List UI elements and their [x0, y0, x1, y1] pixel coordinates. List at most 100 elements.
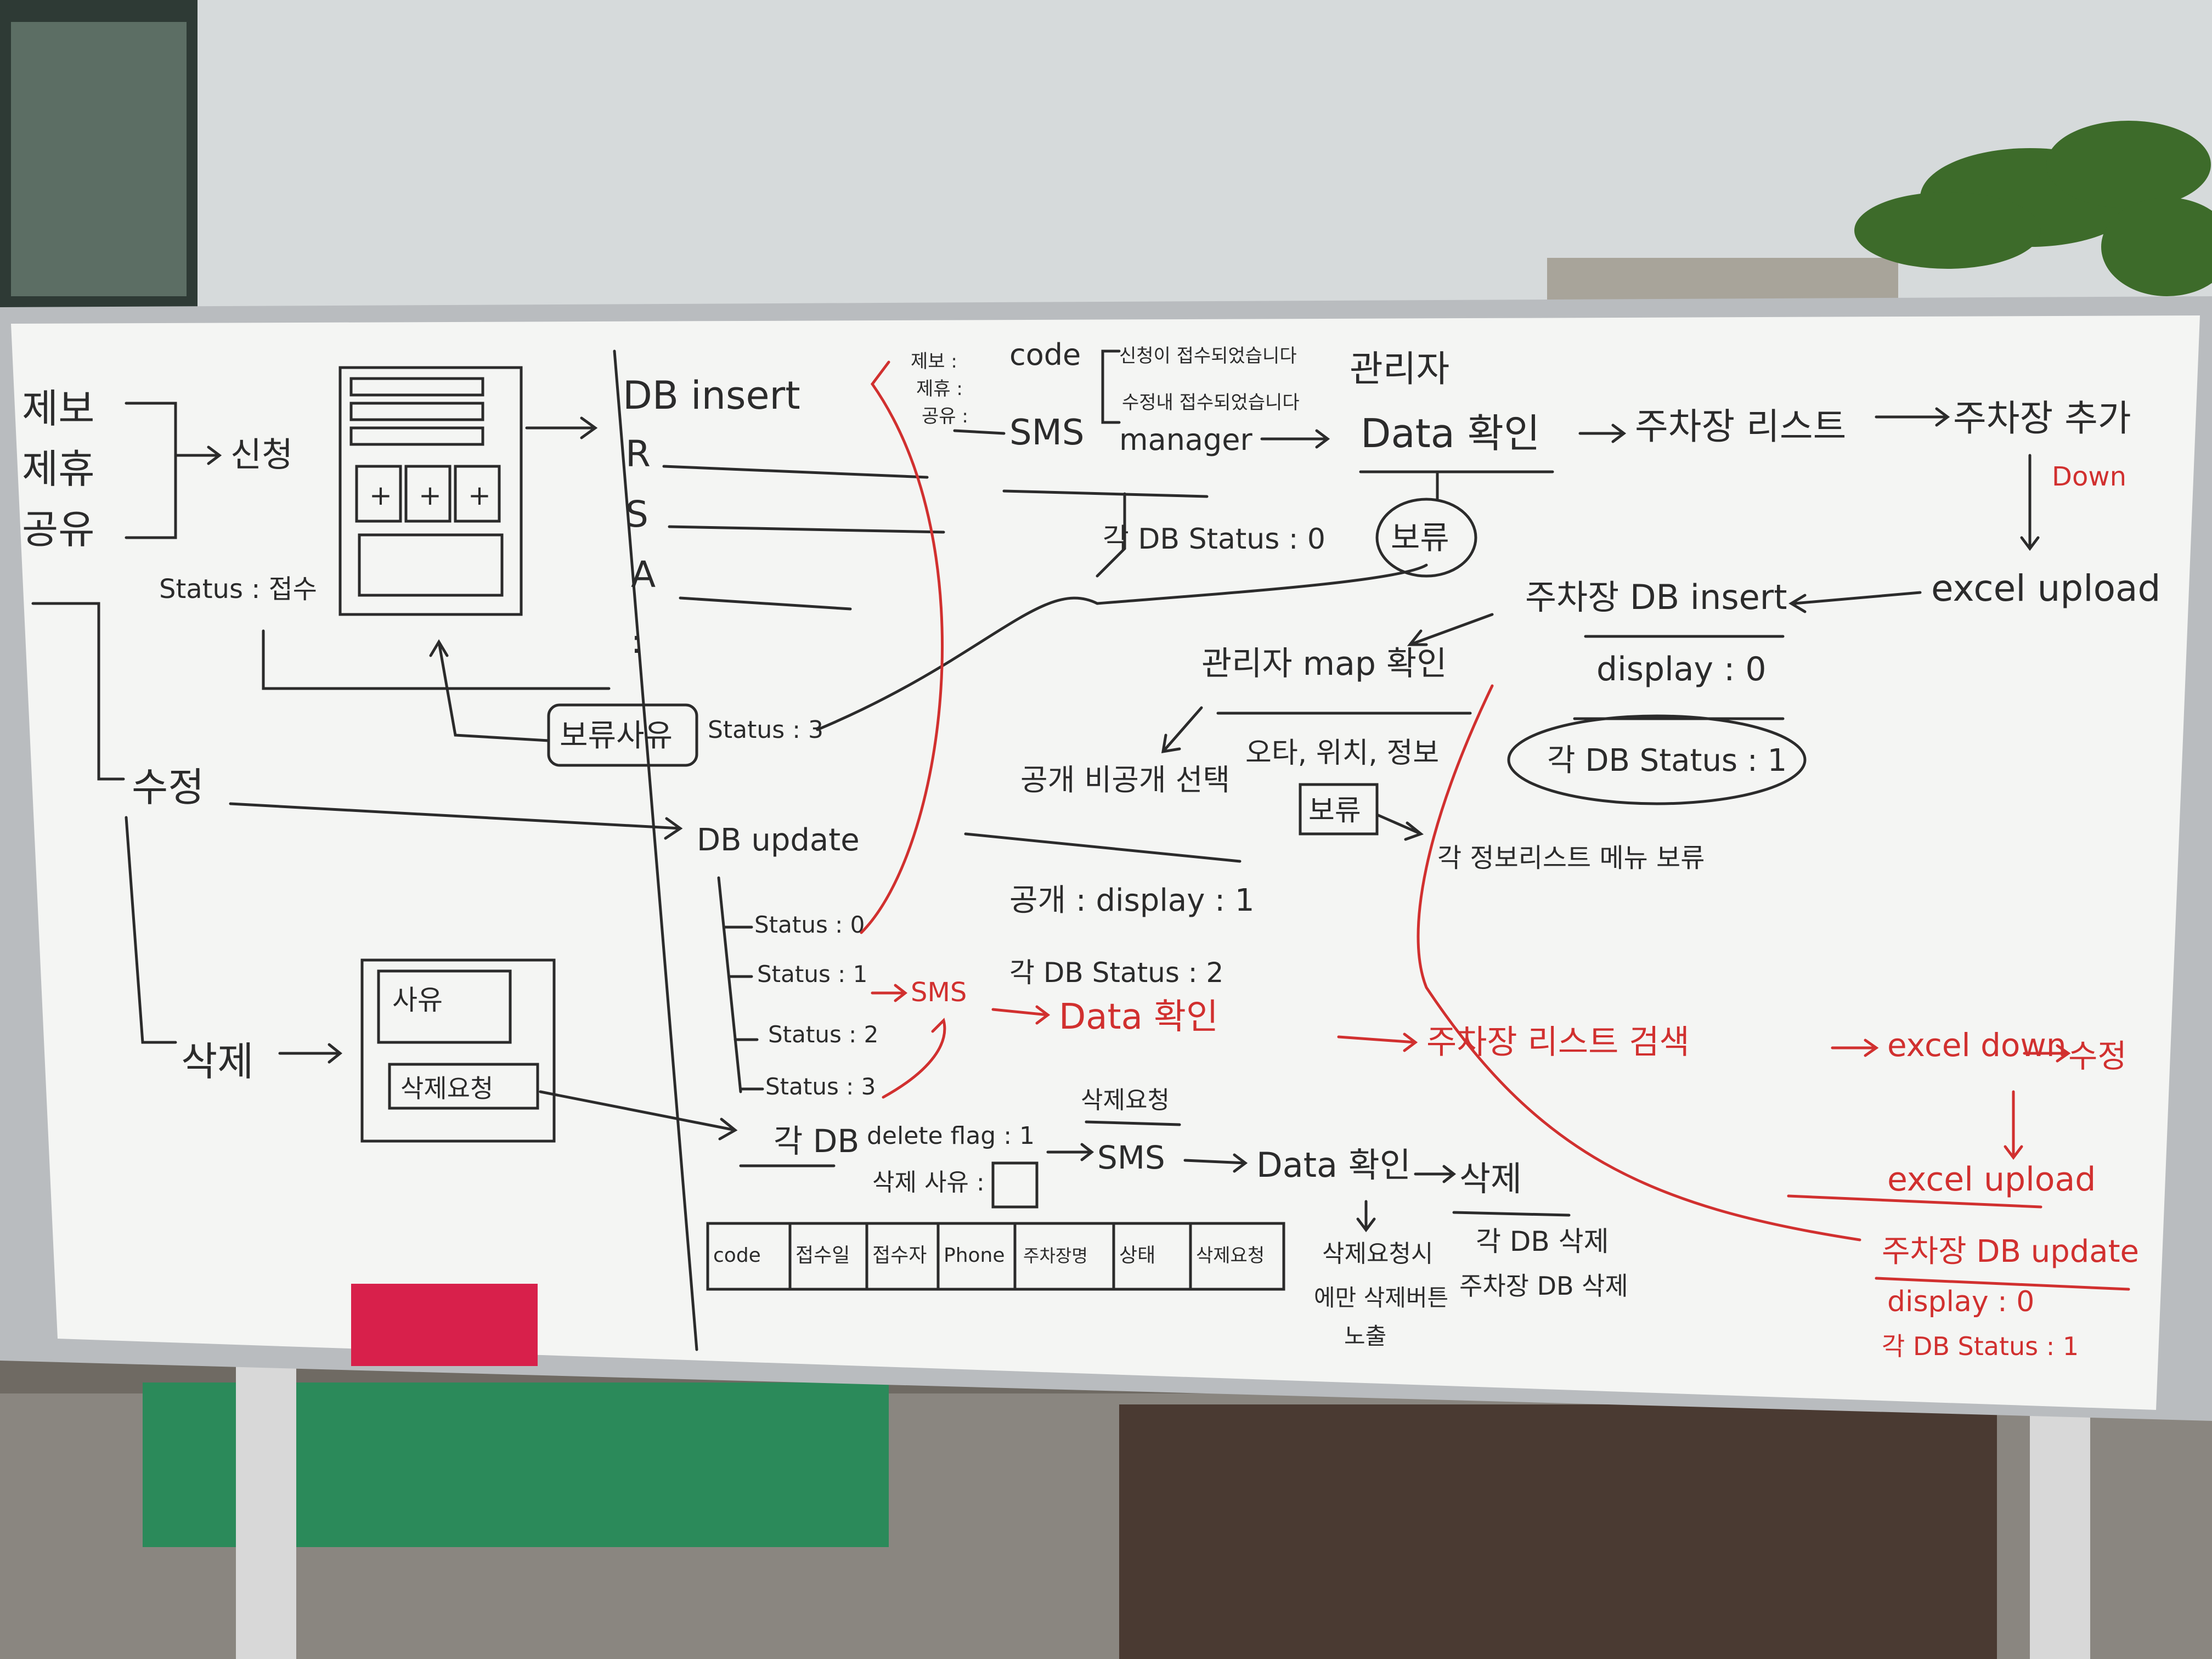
form-line-1: [349, 377, 484, 397]
status0-label: Status : 0: [754, 911, 865, 938]
arrow-data-to-delete: [1414, 1165, 1457, 1183]
red-excel-down: excel down: [1887, 1026, 2067, 1064]
delete-label: 삭제: [181, 1039, 253, 1085]
arrow-sms-to-data: [1183, 1153, 1248, 1173]
table-header-parking: 주차장명: [1023, 1245, 1088, 1266]
form-plus-1: +: [369, 479, 392, 511]
arrow-upload-to-insert: [1788, 591, 1922, 613]
hold2-label: 보류: [1308, 794, 1361, 827]
red-arrow-status1-sms: [871, 984, 908, 1002]
code-label: code: [1009, 337, 1081, 372]
form-plus-box-2: [404, 465, 452, 523]
delete-button-note-1: 에만 삭제버튼: [1314, 1284, 1448, 1311]
db-r-line: [662, 465, 929, 479]
arrow-list-to-add: [1875, 407, 1950, 427]
data-check-label: Data 확인: [1361, 410, 1540, 456]
table-header-code: code: [713, 1244, 761, 1267]
hold-reason-box: [547, 703, 698, 767]
delete-sketch: [360, 958, 556, 1143]
plant: [1854, 121, 2212, 296]
sofa: [1119, 1404, 1997, 1659]
table-header-delete-request: 삭제요청: [1196, 1245, 1265, 1267]
sms-manager-underline: [1002, 489, 1209, 498]
red-curve-status3: [882, 1018, 946, 1099]
sms-status-branch: [1096, 492, 1126, 578]
red-display0: display : 0: [1887, 1285, 2034, 1318]
delete-flag-label: delete flag : 1: [867, 1122, 1035, 1150]
eraser: [351, 1284, 538, 1366]
db-s-line: [668, 525, 945, 534]
table-header-state: 상태: [1119, 1244, 1155, 1267]
reason-label: 사유: [392, 984, 443, 1016]
each-db-status1-label: 각 DB Status : 1: [1547, 743, 1787, 778]
each-db-delete: 각 DB 삭제: [1476, 1226, 1609, 1257]
status3-label: Status : 3: [708, 716, 823, 744]
arrow-insert-to-map: [1407, 613, 1494, 646]
status1-label: Status : 1: [757, 961, 867, 988]
arrow-add-to-upload: [2020, 454, 2040, 551]
red-excel-upload: excel upload: [1887, 1160, 2096, 1199]
excel-upload-label: excel upload: [1931, 567, 2160, 610]
arrow-delete-to-db: [539, 1090, 738, 1141]
down-label: Down: [2052, 461, 2126, 492]
error-check-label: 오타, 위치, 정보: [1245, 737, 1439, 770]
arrow-hold2-to-list: [1375, 813, 1424, 841]
each-db-status2: 각 DB Status : 2: [1009, 957, 1223, 989]
red-upload-underline: [1787, 1194, 2042, 1209]
bottom-data-check: Data 확인: [1256, 1145, 1411, 1185]
red-arrow-data-list: [1337, 1032, 1418, 1052]
db-a-line: [679, 596, 852, 611]
red-each-db-status1: 각 DB Status : 1: [1882, 1331, 2079, 1361]
type-jehyu: 제휴: [22, 446, 94, 492]
type-bracket: [125, 402, 177, 539]
public-display-label: 공개 : display : 1: [1009, 883, 1254, 918]
info-list-menu-label: 각 정보리스트 메뉴 보류: [1437, 843, 1705, 873]
delete-button-note-2: 노출: [1344, 1323, 1386, 1350]
list-table-sketch: [706, 1222, 1285, 1291]
form-plus-2: +: [419, 479, 442, 511]
db-dots: :: [631, 623, 642, 661]
red-edit: 수정: [2068, 1037, 2127, 1075]
public-select-label: 공개 비공개 선택: [1020, 763, 1230, 797]
window-glass: [11, 22, 187, 296]
hold-label: 보류: [1391, 519, 1449, 556]
sms-manager-manager: manager: [1119, 422, 1253, 457]
arrow-data-to-list: [1578, 424, 1627, 443]
public-select-underline: [964, 832, 1242, 863]
status1-ellipse: [1507, 714, 1807, 805]
form-plus-box-1: [355, 465, 402, 523]
each-db-label: 각 DB: [774, 1122, 859, 1160]
red-sms: SMS: [911, 977, 967, 1008]
db-update-label: DB update: [697, 822, 860, 858]
delete-reason-label: 삭제 사유 :: [872, 1169, 985, 1197]
red-arrow-search-down: [1831, 1039, 1879, 1057]
form-plus-3: +: [468, 479, 491, 511]
status3-tree-label: Status : 3: [765, 1073, 876, 1100]
red-curve-status0: [860, 360, 944, 934]
bottom-sms: SMS: [1097, 1139, 1165, 1176]
arrow-edit-to-update: [229, 802, 683, 840]
delete-branch-line: [125, 816, 177, 1044]
arrow-types-to-sms: [953, 429, 1006, 435]
arrow-to-apply: [174, 445, 222, 465]
bottom-delete: 삭제: [1459, 1159, 1522, 1199]
hold2-box: [1299, 783, 1379, 836]
red-update-underline: [1875, 1277, 2130, 1291]
form-plus-box-3: [454, 465, 501, 523]
delete-request-underline: [1085, 1120, 1181, 1126]
arrow-map-to-public: [1161, 706, 1203, 754]
hold-reason-label: 보류사유: [560, 718, 673, 754]
arrow-sms-to-admin: [1260, 429, 1330, 449]
sms-note-2: 수정내 접수되었습니다: [1122, 392, 1300, 414]
arrow-delete-to-box: [278, 1043, 343, 1064]
hold-reason-arrow: [429, 639, 550, 742]
board-surface: [11, 315, 2200, 1410]
type-jebo: 제보: [22, 386, 94, 432]
delete-request-label: 삭제요청: [400, 1074, 493, 1103]
form-line-2: [349, 402, 484, 421]
db-s: S: [625, 493, 648, 535]
admin-map-check: 관리자 map 확인: [1201, 645, 1447, 683]
db-a: A: [631, 554, 656, 596]
type-gongyu: 공유: [22, 506, 94, 552]
type-label-jehyu: 제휴 :: [916, 378, 963, 400]
